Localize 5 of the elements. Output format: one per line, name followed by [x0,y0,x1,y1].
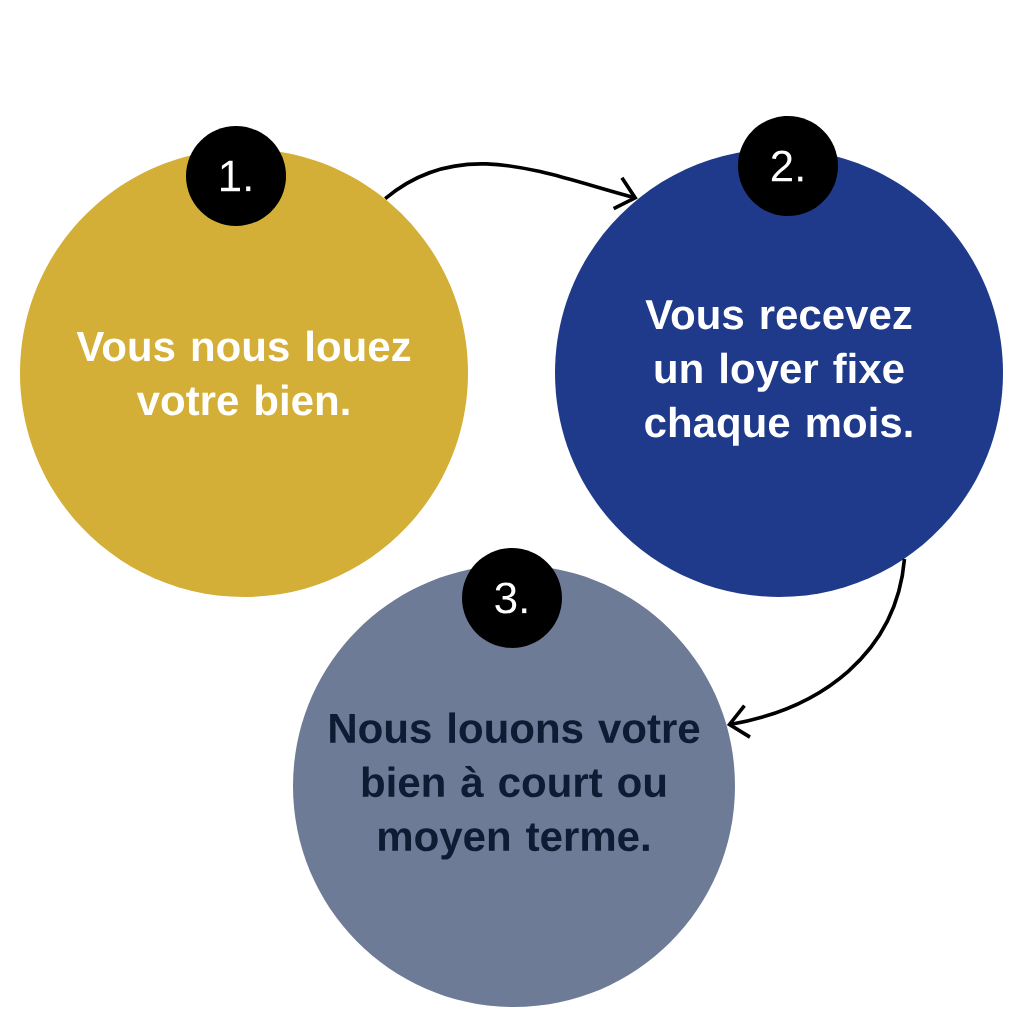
curved-arrow [384,162,638,211]
curved-arrow [726,558,907,739]
number-badge: 2. [738,116,838,216]
number-badge: 3. [462,548,562,648]
number-badge: 1. [186,126,286,226]
